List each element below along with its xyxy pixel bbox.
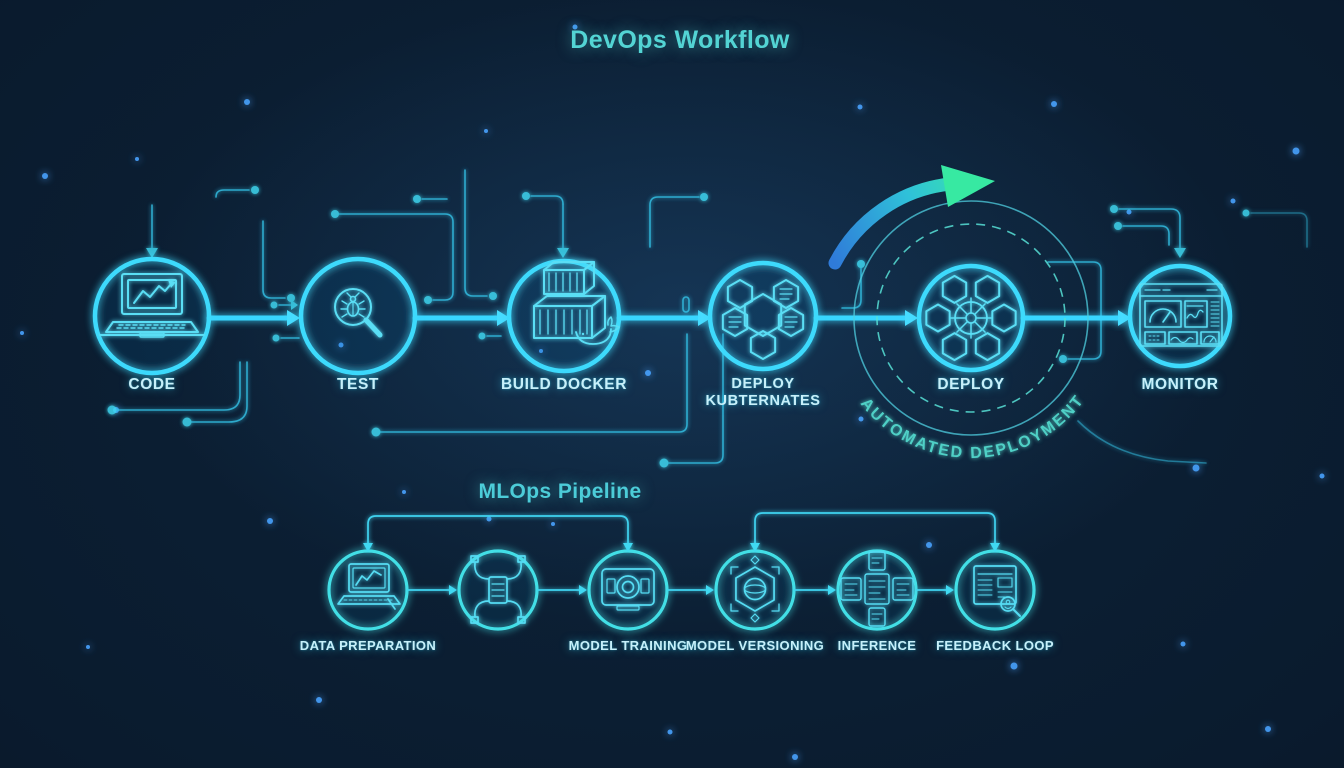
node-circle-test <box>298 256 418 376</box>
devops-icons <box>99 261 1223 360</box>
deploy-rings <box>853 200 1089 436</box>
mlops-icons <box>337 551 1021 627</box>
data-processing-icon <box>470 555 526 624</box>
automation-arrowhead <box>941 165 995 207</box>
bug-magnifier-icon <box>334 288 383 338</box>
beam-arrowheads <box>287 310 1131 326</box>
bokeh-dots <box>20 24 1325 760</box>
helm-wheel-hexagons-icon <box>926 276 1015 360</box>
node-circle-monitor <box>1127 263 1233 369</box>
data-prep-laptop-icon <box>337 563 401 610</box>
node-circle-deploy-kubernetes <box>707 260 819 372</box>
trace-arrowheads <box>146 248 1186 310</box>
kubernetes-hexagons-icon <box>723 280 803 359</box>
automation-arrow <box>828 165 995 270</box>
node-circle-code <box>92 256 212 376</box>
node-circle-feedback-loop <box>954 549 1036 631</box>
node-circle-inference <box>836 549 918 631</box>
inference-grid-icon <box>840 551 914 627</box>
flow-beam <box>206 310 1131 326</box>
mlops-connectors <box>363 512 1000 595</box>
feedback-doc-icon <box>973 565 1021 617</box>
node-circle-model-training <box>587 549 669 631</box>
deploy-outer-ring <box>853 200 1089 436</box>
mlops-arrowheads <box>363 543 1000 595</box>
node-circle-model-versioning <box>714 549 796 631</box>
node-circle-deploy <box>916 263 1026 373</box>
docker-containers-icon <box>533 261 620 345</box>
monitoring-dashboard-icon <box>1139 283 1223 347</box>
model-training-icon <box>601 568 655 611</box>
deploy-dashed-ring <box>876 223 1066 413</box>
node-circle-data-preparation <box>327 549 409 631</box>
circuit-traces <box>107 169 1308 468</box>
model-versioning-icon <box>731 556 779 622</box>
trace-dots <box>107 186 1250 468</box>
laptop-chart-icon <box>99 273 205 338</box>
